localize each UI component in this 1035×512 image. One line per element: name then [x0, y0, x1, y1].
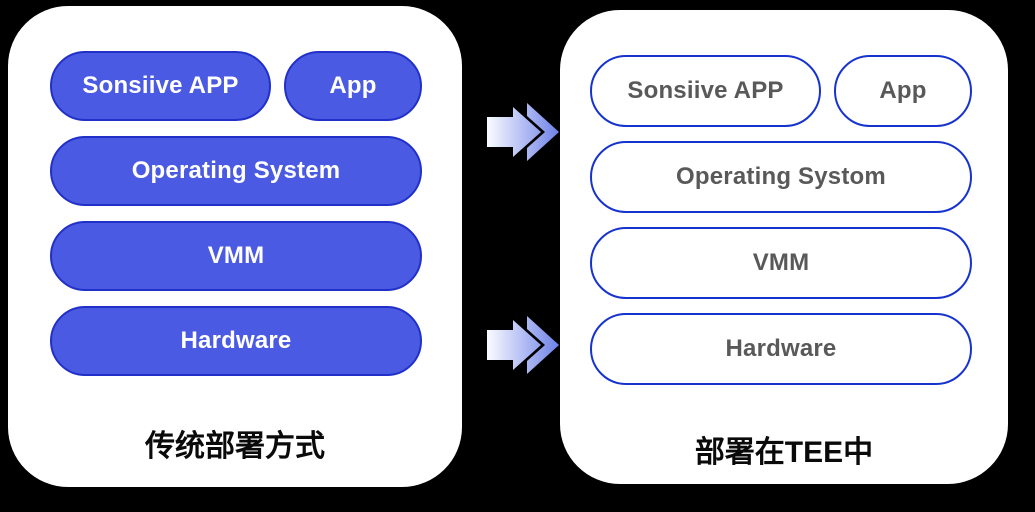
caption-traditional-deployment: 传统部署方式 [145, 430, 325, 463]
layer-row-vmm: VMM [590, 227, 972, 299]
double-arrow-icon [487, 103, 559, 161]
pill-vmm-traditional: VMM [50, 221, 422, 291]
pill-sonsiive-app-tee: Sonsiive APP [590, 55, 821, 127]
caption-tee-deployment: 部署在TEE中 [694, 436, 874, 469]
pill-operating-system-tee: Operating Systom [590, 141, 972, 213]
pill-operating-system-traditional: Operating System [50, 136, 422, 206]
pill-hardware-traditional: Hardware [50, 306, 422, 376]
layer-stack-tee: Sonsiive APP App Operating Systom VMM Ha… [560, 10, 1008, 385]
pill-sonsiive-app-traditional: Sonsiive APP [50, 51, 271, 121]
panel-traditional-deployment: Sonsiive APP App Operating System VMM Ha… [8, 6, 462, 487]
panel-tee-deployment: Sonsiive APP App Operating Systom VMM Ha… [560, 10, 1008, 484]
pill-app-traditional: App [284, 51, 422, 121]
double-arrow-icon [487, 316, 559, 374]
layer-row-os: Operating Systom [590, 141, 972, 213]
layer-row-hardware: Hardware [590, 313, 972, 385]
pill-app-tee: App [834, 55, 972, 127]
pill-vmm-tee: VMM [590, 227, 972, 299]
layer-row-vmm: VMM [50, 221, 422, 291]
layer-row-apps: Sonsiive APP App [590, 55, 972, 127]
layer-row-apps: Sonsiive APP App [50, 51, 422, 121]
layer-row-os: Operating System [50, 136, 422, 206]
pill-hardware-tee: Hardware [590, 313, 972, 385]
layer-row-hardware: Hardware [50, 306, 422, 376]
layer-stack-traditional: Sonsiive APP App Operating System VMM Ha… [8, 6, 462, 376]
